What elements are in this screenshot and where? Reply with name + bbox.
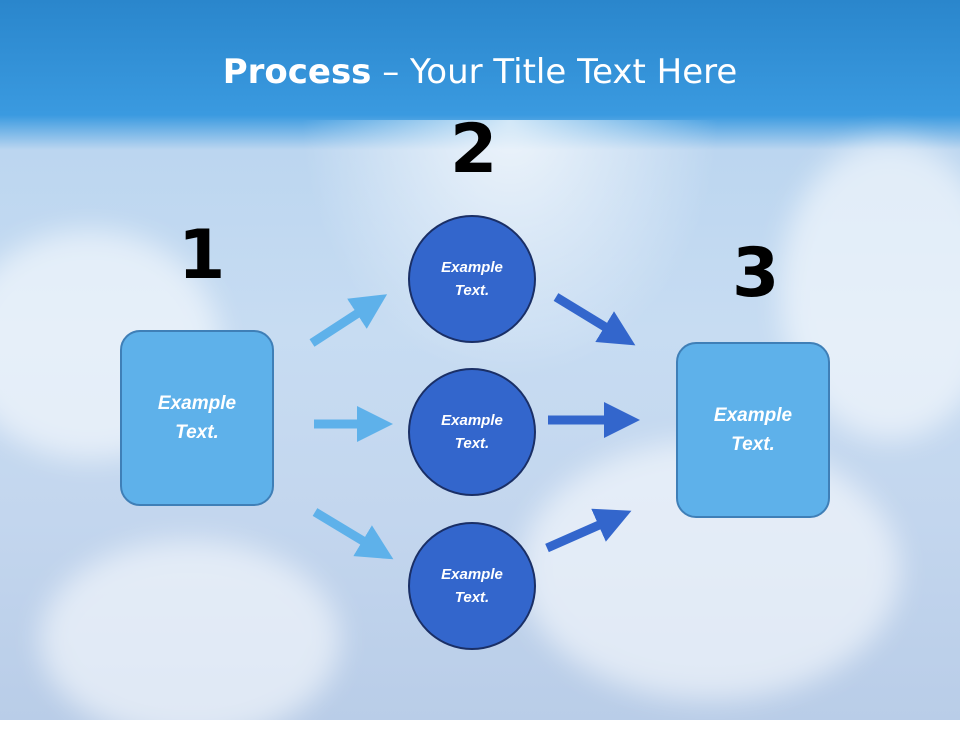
circle-middle-line2: Text. [454, 435, 490, 452]
box-step-1-line2: Text. [175, 422, 219, 443]
circle-middle-line1: Example [441, 412, 503, 429]
circle-bottom: Example Text. [408, 522, 536, 650]
circle-middle: Example Text. [408, 368, 536, 496]
box-step-1: Example Text. [120, 330, 274, 506]
circle-top-line2: Text. [454, 282, 490, 299]
step-number-3: 3 [732, 234, 780, 313]
box-step-3: Example Text. [676, 342, 830, 518]
title-bold: Process [222, 52, 372, 92]
slide-title: Process – Your Title Text Here [0, 52, 960, 92]
arrow-bottom-to-3 [545, 508, 632, 553]
box-step-1-line1: Example [157, 393, 237, 414]
title-rest: – Your Title Text Here [371, 52, 738, 92]
circle-bottom-line2: Text. [454, 589, 490, 606]
cloud-left-low [40, 540, 340, 740]
box-step-3-line2: Text. [731, 434, 775, 455]
arrow-1-to-bottom [312, 508, 394, 560]
circle-bottom-line1: Example [441, 566, 503, 583]
box-step-3-line1: Example [713, 405, 793, 426]
arrow-top-to-3 [553, 293, 636, 346]
step-number-2: 2 [450, 110, 498, 189]
arrows-layer [309, 293, 640, 560]
step-number-1: 1 [178, 216, 226, 295]
circle-top-line1: Example [441, 259, 503, 276]
circle-top: Example Text. [408, 215, 536, 343]
arrow-1-to-top [309, 294, 388, 347]
